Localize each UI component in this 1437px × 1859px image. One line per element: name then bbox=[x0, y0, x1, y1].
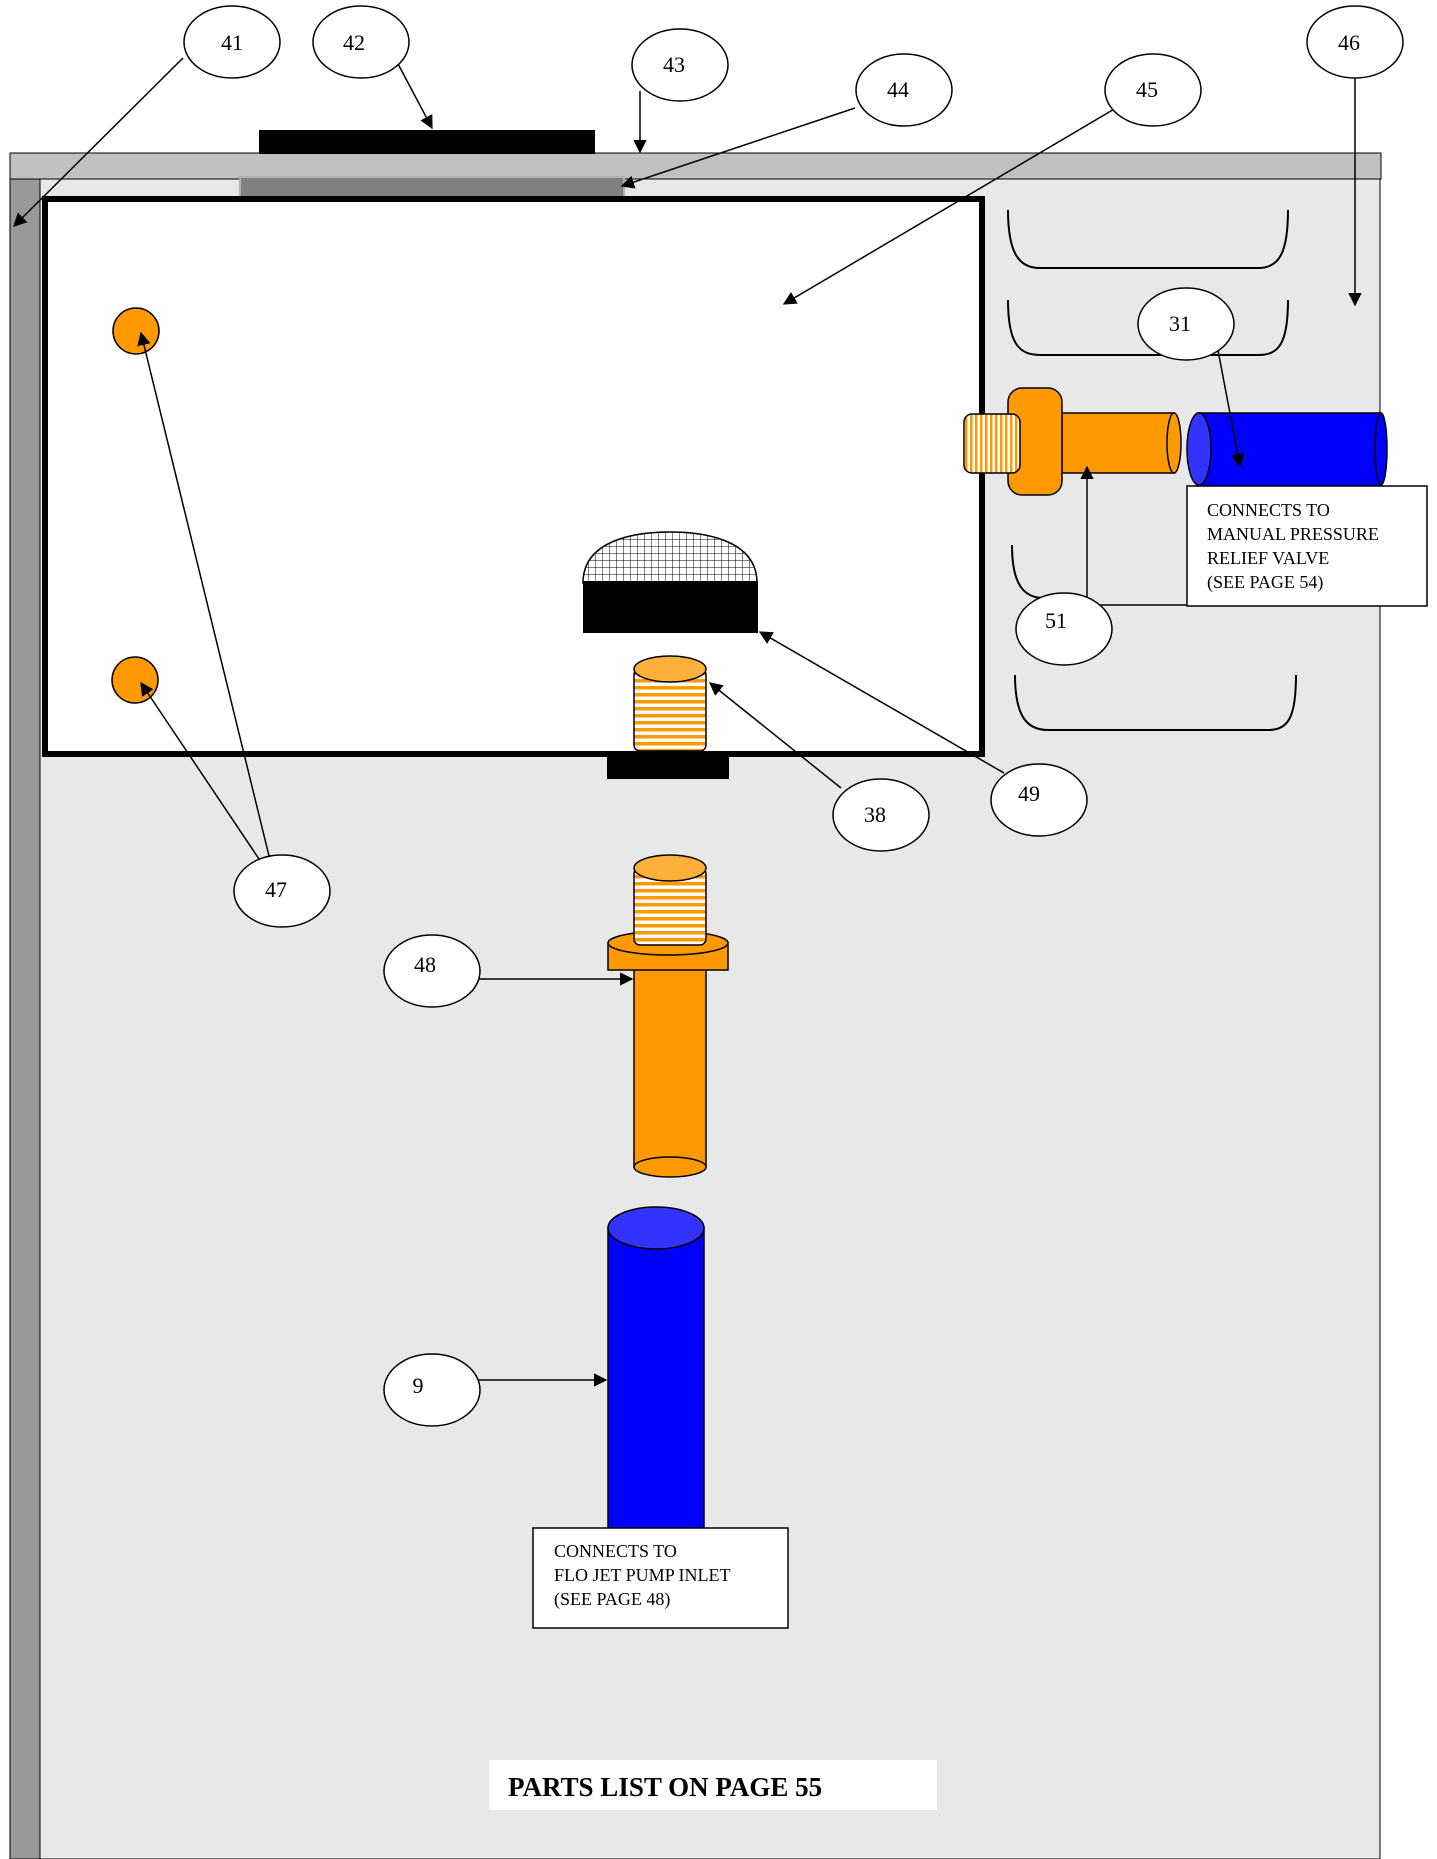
relief-hose bbox=[1196, 412, 1382, 487]
svg-text:41: 41 bbox=[221, 30, 243, 55]
leader-47a bbox=[137, 331, 271, 861]
relief-hose-opening bbox=[1186, 412, 1212, 486]
threaded-stub-top bbox=[633, 655, 707, 683]
svg-text:42: 42 bbox=[343, 30, 365, 55]
pump-inlet-note: CONNECTS TO FLO JET PUMP INLET (SEE PAGE… bbox=[554, 1541, 735, 1610]
bracket-2 bbox=[1007, 299, 1289, 356]
svg-text:48: 48 bbox=[414, 952, 436, 977]
svg-text:44: 44 bbox=[887, 77, 909, 102]
leader-38 bbox=[708, 682, 842, 789]
leader-31 bbox=[1216, 344, 1245, 468]
footer-box bbox=[489, 1760, 937, 1810]
callout-49: 49 bbox=[990, 763, 1088, 837]
housing-top-bar bbox=[9, 152, 1382, 180]
svg-text:47: 47 bbox=[265, 877, 287, 902]
svg-text:51: 51 bbox=[1045, 608, 1067, 633]
callout-47: 47 bbox=[233, 854, 331, 928]
callout-45: 45 bbox=[1104, 53, 1202, 127]
callout-9: 9 bbox=[383, 1353, 481, 1427]
relief-valve-note-box bbox=[1186, 485, 1428, 607]
drain-fitting-threads-top bbox=[633, 854, 707, 882]
leader-41 bbox=[13, 57, 184, 227]
svg-text:49: 49 bbox=[1018, 781, 1040, 806]
drain-fitting-body bbox=[633, 954, 707, 1168]
leader-47b bbox=[140, 681, 260, 860]
leader-44 bbox=[620, 107, 856, 189]
side-fitting-tube bbox=[1061, 412, 1175, 474]
gasket-bar bbox=[239, 176, 625, 199]
callout-51: 51 bbox=[1015, 592, 1113, 666]
svg-text:38: 38 bbox=[864, 802, 886, 827]
pump-inlet-hose bbox=[607, 1227, 705, 1531]
relief-valve-note: CONNECTS TO MANUAL PRESSURE RELIEF VALVE… bbox=[1207, 500, 1383, 593]
callout-31: 31 bbox=[1137, 287, 1235, 361]
callout-43: 43 bbox=[631, 28, 729, 102]
svg-text:45: 45 bbox=[1136, 77, 1158, 102]
fastener-upper bbox=[112, 307, 160, 355]
svg-text:9: 9 bbox=[413, 1373, 424, 1398]
housing-left-wall bbox=[9, 177, 41, 1859]
relief-hose-end bbox=[1374, 412, 1388, 486]
fastener-lower bbox=[111, 656, 159, 704]
callout-46: 46 bbox=[1306, 5, 1404, 79]
pump-inlet-hose-opening bbox=[607, 1206, 705, 1250]
side-fitting-threads bbox=[963, 413, 1021, 474]
strainer-base bbox=[583, 581, 758, 633]
callout-42: 42 bbox=[312, 5, 410, 79]
leader-45 bbox=[782, 107, 1117, 305]
tank-bottom-fitting-base bbox=[607, 754, 729, 779]
callout-41: 41 bbox=[183, 5, 281, 79]
svg-text:46: 46 bbox=[1338, 30, 1360, 55]
bracket-4 bbox=[1014, 674, 1297, 731]
callout-48: 48 bbox=[383, 934, 481, 1008]
pump-inlet-note-box bbox=[532, 1527, 789, 1629]
callout-44: 44 bbox=[855, 53, 953, 127]
lid-bar bbox=[259, 130, 595, 154]
leader-42 bbox=[396, 61, 433, 130]
leader-49 bbox=[758, 631, 1005, 774]
svg-text:31: 31 bbox=[1169, 311, 1191, 336]
tank bbox=[42, 196, 985, 757]
side-fitting-tube-end bbox=[1166, 412, 1182, 474]
strainer-mesh bbox=[582, 531, 758, 584]
callout-38: 38 bbox=[832, 778, 930, 852]
parts-list-label: PARTS LIST ON PAGE 55 bbox=[508, 1772, 822, 1802]
drain-fitting-body-end bbox=[633, 1156, 707, 1178]
svg-text:43: 43 bbox=[663, 52, 685, 77]
bracket-1 bbox=[1007, 209, 1289, 269]
